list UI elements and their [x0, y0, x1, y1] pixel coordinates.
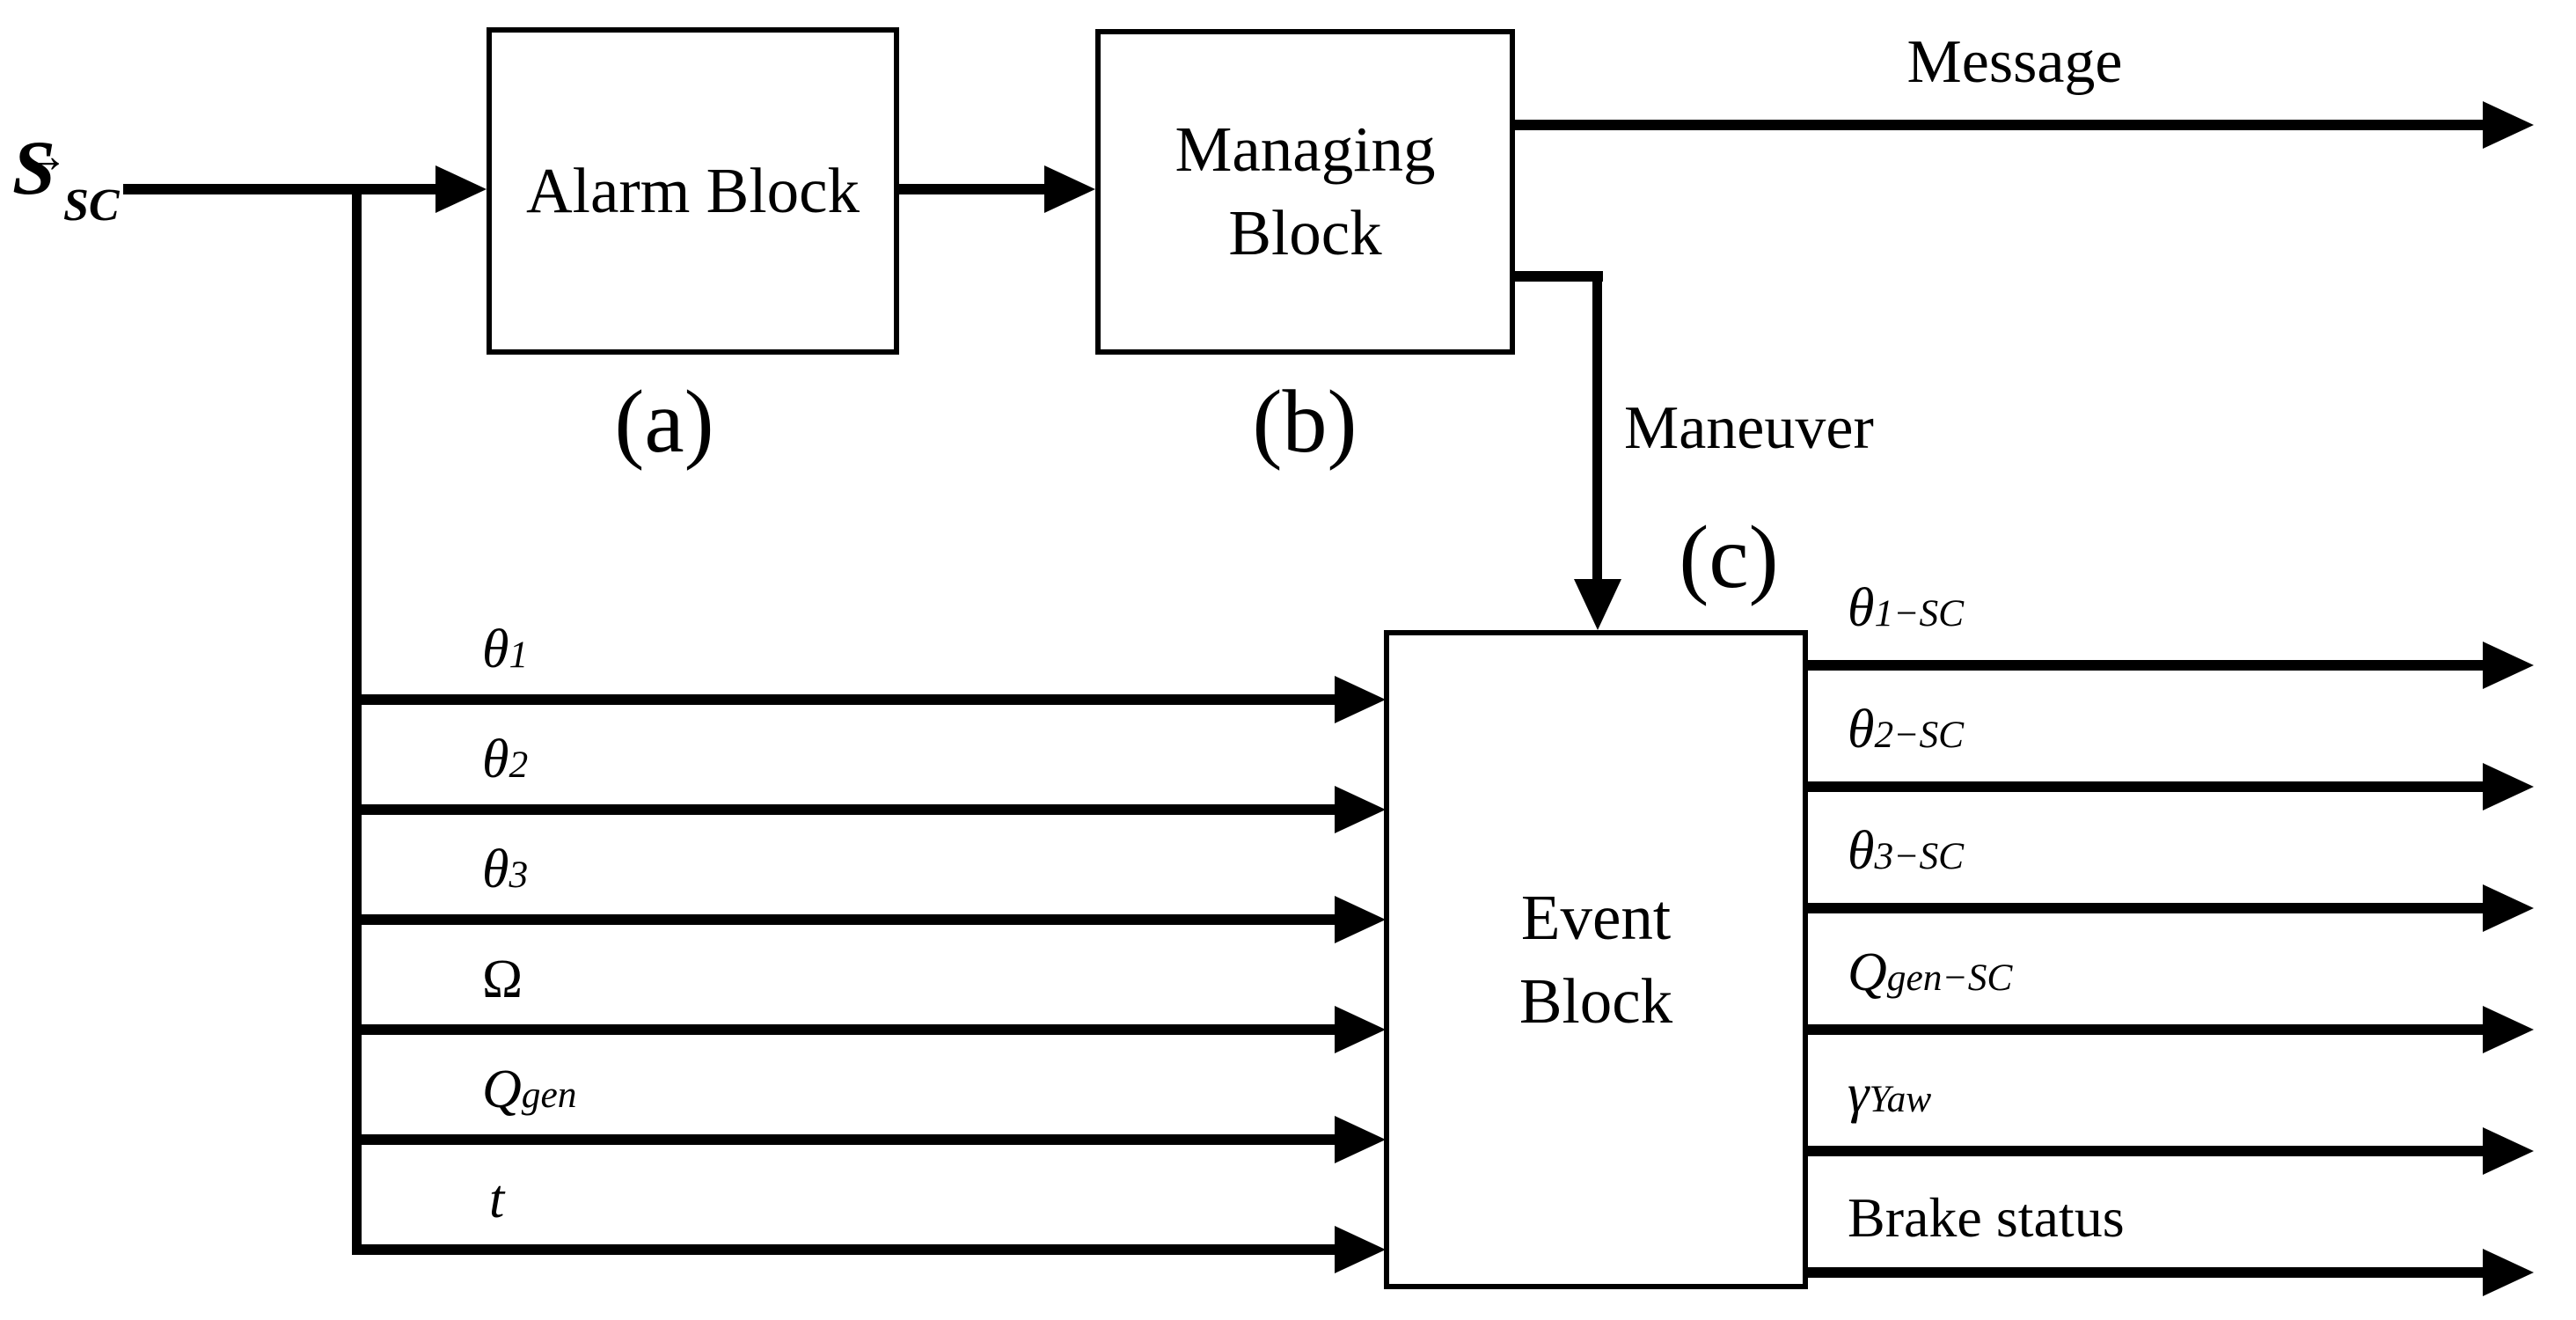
output-label-brake-status: Brake status	[1848, 1190, 2125, 1246]
output-line	[1808, 781, 2485, 792]
input-label-qgen: Qgen	[482, 1062, 576, 1117]
maneuver-label: Maneuver	[1624, 394, 1874, 462]
output-line	[1808, 660, 2485, 671]
output-label-sub: Yaw	[1869, 1078, 1932, 1120]
input-line	[352, 804, 1337, 815]
input-label-omega: Ω	[482, 952, 523, 1007]
input-label-sub: gen	[521, 1074, 577, 1116]
source-signal-subscript: SC	[63, 180, 120, 231]
message-label-text: Message	[1906, 28, 2123, 96]
output-label-theta3-sc: θ3−SC	[1848, 824, 1964, 878]
maneuver-line-horizontal	[1515, 271, 1603, 282]
caption-b: (b)	[1252, 372, 1358, 472]
alarm-to-managing-line	[899, 184, 1046, 194]
caption-a: (a)	[614, 372, 714, 472]
input-label-base: Ω	[482, 950, 523, 1009]
caption-c: (c)	[1679, 508, 1779, 607]
output-arrowhead-icon	[2483, 763, 2534, 810]
output-label-base: γ	[1848, 1064, 1870, 1124]
input-line	[352, 1134, 1337, 1145]
managing-block: Managing Block	[1095, 29, 1515, 355]
input-line	[352, 694, 1337, 705]
input-arrowhead-icon	[1335, 1116, 1386, 1163]
output-line	[1808, 903, 2485, 913]
managing-block-label-line1: Managing	[1175, 114, 1436, 186]
input-arrowhead-icon	[1335, 676, 1386, 723]
output-label-gamma-yaw: γYaw	[1848, 1067, 1931, 1121]
event-block: Event Block	[1384, 630, 1808, 1289]
output-label-theta1-sc: θ1−SC	[1848, 581, 1964, 635]
input-arrowhead-icon	[1335, 1226, 1386, 1273]
output-label-base: θ	[1848, 821, 1875, 881]
input-label-theta1: θ1	[482, 622, 528, 677]
alarm-block: Alarm Block	[487, 27, 899, 355]
input-label-sub: 2	[509, 744, 529, 786]
maneuver-line-vertical	[1592, 271, 1602, 581]
source-signal-label: S	[12, 126, 55, 211]
input-label-theta3: θ3	[482, 842, 528, 897]
output-label-base: Brake status	[1848, 1186, 2125, 1249]
vector-arrow-icon: →	[21, 129, 69, 182]
message-arrowhead-icon	[2483, 101, 2534, 149]
event-block-label-line2: Block	[1519, 964, 1673, 1037]
input-label-base: Q	[482, 1060, 522, 1119]
managing-block-label-line2: Block	[1228, 197, 1382, 268]
output-label-sub: 2−SC	[1874, 714, 1965, 756]
output-label-sub: gen−SC	[1886, 957, 2013, 999]
output-label-base: θ	[1848, 700, 1875, 759]
output-label-theta2-sc: θ2−SC	[1848, 702, 1964, 757]
input-arrowhead-icon	[1335, 896, 1386, 943]
input-label-theta2: θ2	[482, 732, 528, 787]
output-line	[1808, 1146, 2485, 1156]
output-arrowhead-icon	[2483, 884, 2534, 932]
input-bus-line	[352, 184, 362, 1255]
alarm-to-managing-arrowhead-icon	[1044, 165, 1095, 213]
input-arrowhead-icon	[1335, 786, 1386, 833]
input-label-sub: 3	[509, 854, 529, 896]
event-block-label-line1: Event	[1520, 881, 1672, 953]
input-label-base: t	[489, 1170, 505, 1229]
output-label-sub: 1−SC	[1874, 592, 1965, 634]
output-label-base: Q	[1848, 942, 1887, 1002]
input-label-sub: 1	[509, 634, 529, 676]
input-label-base: θ	[482, 730, 509, 789]
message-line	[1515, 120, 2485, 130]
input-label-base: θ	[482, 620, 509, 679]
source-line	[123, 184, 437, 194]
message-label: Message	[1795, 28, 2235, 96]
source-arrowhead-icon	[435, 165, 487, 213]
output-arrowhead-icon	[2483, 642, 2534, 689]
maneuver-arrowhead-icon	[1574, 579, 1621, 630]
input-arrowhead-icon	[1335, 1006, 1386, 1053]
input-line	[352, 1244, 1337, 1255]
input-line	[352, 1024, 1337, 1035]
output-arrowhead-icon	[2483, 1006, 2534, 1053]
output-label-base: θ	[1848, 578, 1875, 638]
input-label-base: θ	[482, 840, 509, 899]
output-label-sub: 3−SC	[1874, 835, 1965, 877]
input-label-t: t	[489, 1172, 504, 1227]
output-arrowhead-icon	[2483, 1127, 2534, 1175]
alarm-block-label: Alarm Block	[525, 154, 860, 226]
output-label-qgen-sc: Qgen−SC	[1848, 945, 2012, 1000]
output-line	[1808, 1267, 2485, 1278]
output-line	[1808, 1024, 2485, 1035]
input-line	[352, 914, 1337, 925]
output-arrowhead-icon	[2483, 1249, 2534, 1296]
